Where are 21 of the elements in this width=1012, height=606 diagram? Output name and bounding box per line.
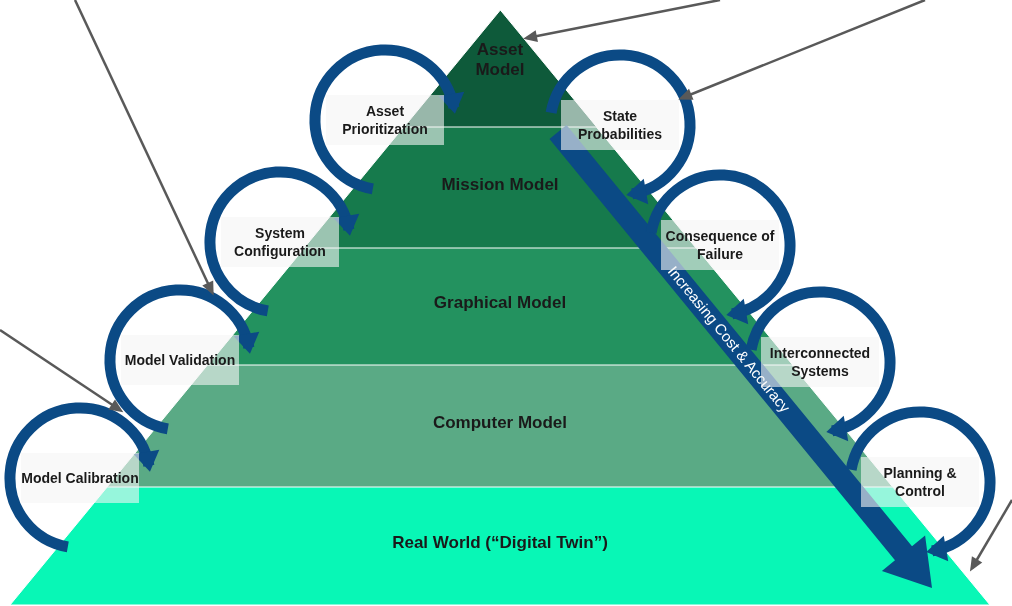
label-box: Planning & Control [861, 457, 979, 507]
arrow [845, 406, 996, 561]
layer-label: Computer Model [431, 413, 569, 433]
arrow [0, 328, 124, 413]
arrow [678, 0, 926, 100]
arrow [645, 169, 796, 324]
label-box: System Configuration [221, 217, 339, 267]
arrow [309, 44, 464, 195]
label-box: Asset Prioritization [326, 95, 444, 145]
label-box: State Probabilities [561, 100, 679, 150]
arrow [4, 402, 159, 553]
arrow [969, 499, 1012, 572]
label-box: Model Calibration [21, 453, 139, 503]
arrow [104, 284, 259, 435]
layer-label: Asset Model [474, 40, 526, 80]
label-box: Model Validation [121, 335, 239, 385]
arrow [73, 0, 214, 296]
layer-label: Real World (“Digital Twin”) [391, 533, 609, 553]
arrow [523, 0, 721, 42]
arrow [204, 166, 359, 317]
layer-label: Mission Model [440, 175, 560, 195]
